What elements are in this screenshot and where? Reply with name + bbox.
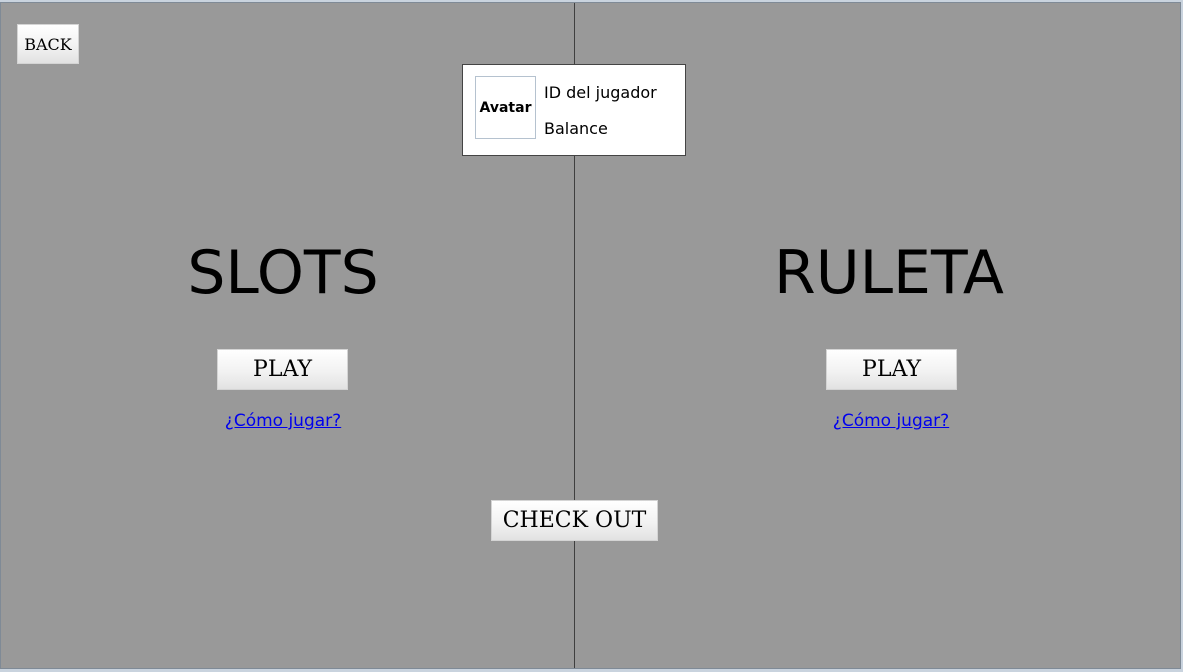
ruleta-play-button[interactable]: PLAY (826, 349, 957, 390)
avatar: Avatar (475, 76, 536, 139)
slots-how-to-play-link[interactable]: ¿Cómo jugar? (224, 411, 342, 431)
balance-label: Balance (544, 119, 608, 138)
back-button[interactable]: BACK (17, 24, 79, 64)
ruleta-how-to-play-link[interactable]: ¿Cómo jugar? (832, 411, 950, 431)
slots-title: SLOTS (187, 238, 379, 308)
slots-play-button[interactable]: PLAY (217, 349, 348, 390)
center-divider (574, 3, 575, 668)
checkout-button[interactable]: CHECK OUT (491, 500, 658, 541)
ruleta-title: RULETA (774, 238, 1004, 308)
player-info-card: Avatar ID del jugador Balance (462, 64, 686, 156)
player-id-label: ID del jugador (544, 83, 657, 102)
